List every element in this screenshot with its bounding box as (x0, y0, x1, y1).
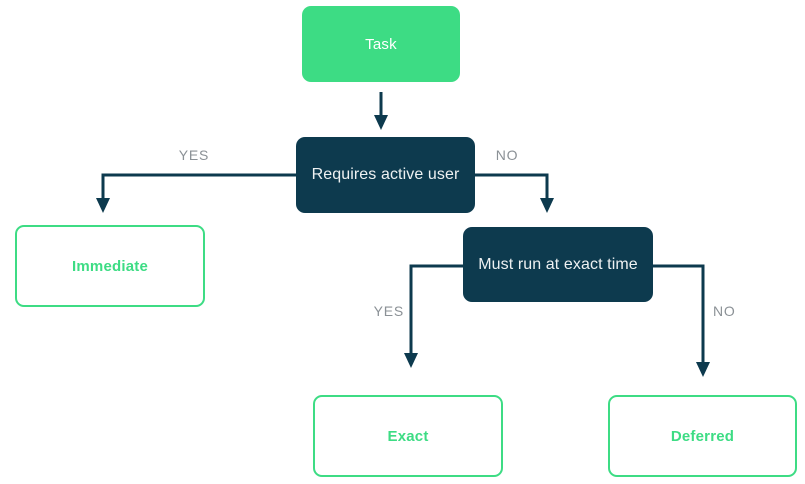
arrowhead-down-icon (540, 198, 554, 213)
connector-must-run-to-deferred (653, 264, 710, 377)
node-immediate-label: Immediate (72, 257, 148, 275)
arrowhead-down-icon (96, 198, 110, 213)
edge-label-requires-no: NO (495, 147, 519, 163)
node-task-label: Task (365, 35, 397, 53)
node-must-run-at-exact-time: Must run at exact time (463, 227, 653, 302)
connector-must-run-to-exact (404, 264, 463, 368)
connector-task-to-requires-active-user (374, 92, 388, 130)
node-requires-active-user: Requires active user (296, 137, 475, 213)
node-deferred: Deferred (608, 395, 797, 477)
node-exact-label: Exact (387, 427, 429, 445)
node-exact: Exact (313, 395, 503, 477)
arrowhead-down-icon (374, 115, 388, 130)
node-immediate: Immediate (15, 225, 205, 307)
arrowhead-down-icon (404, 353, 418, 368)
node-task: Task (302, 6, 460, 82)
node-must-run-at-exact-time-label: Must run at exact time (478, 255, 638, 273)
node-deferred-label: Deferred (670, 427, 735, 445)
edge-label-requires-yes: YES (178, 147, 210, 163)
connector-requires-active-user-to-must-run (475, 173, 554, 213)
arrowhead-down-icon (696, 362, 710, 377)
edge-label-exact-yes: YES (373, 303, 404, 319)
edge-label-exact-no: NO (713, 303, 736, 319)
connector-requires-active-user-to-immediate (96, 173, 296, 213)
node-requires-active-user-label: Requires active user (311, 166, 460, 183)
